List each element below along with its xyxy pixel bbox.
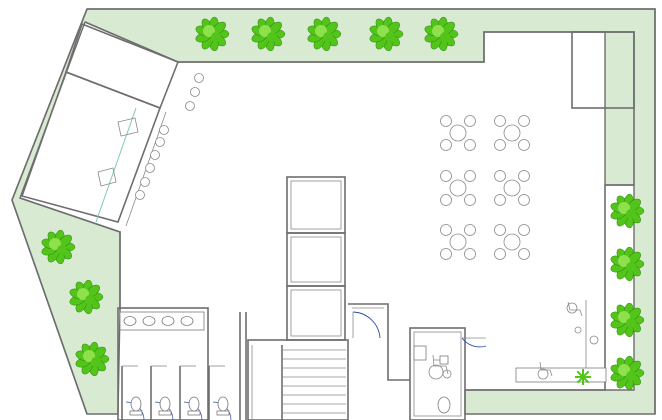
wheelchair-icon [537, 361, 553, 380]
plant-icon [610, 302, 645, 338]
plant-icon [610, 246, 645, 282]
cafe-table-set-icon [440, 224, 476, 260]
glass-partition [95, 107, 137, 223]
wheelchair-icon [566, 301, 583, 317]
plant-icon [307, 16, 342, 52]
urinal-icon [216, 396, 230, 416]
accessible-restroom [409, 327, 487, 420]
plant-icon [251, 16, 286, 52]
cafe-table-set-icon [494, 170, 530, 206]
bar-stool [150, 150, 160, 160]
planting [41, 16, 645, 391]
urinal-icon [158, 396, 172, 416]
west-outline [11, 8, 88, 415]
exterior-outline [87, 8, 656, 414]
sink-icon [142, 316, 156, 326]
plant-icon [69, 279, 104, 315]
plant-icon [575, 369, 591, 385]
bar-stool [185, 101, 195, 111]
plant-icon [41, 229, 76, 265]
bar-stool [155, 137, 165, 147]
cafe-seating [440, 115, 530, 260]
bar-stool [159, 125, 169, 135]
bar-stool [194, 73, 204, 83]
plant-icon [75, 341, 110, 377]
urinal-icon [129, 396, 143, 416]
service-room-block [20, 22, 180, 227]
landscape-strip [11, 8, 656, 415]
plant-icon [610, 193, 645, 229]
urinal-icon [187, 396, 201, 416]
bar-stool [145, 163, 155, 173]
bar-stools [135, 73, 204, 200]
inner-southwest-wall [19, 197, 121, 310]
corner-structure [571, 31, 635, 109]
bar-stool [190, 87, 200, 97]
cafe-table-set-icon [494, 224, 530, 260]
wheelchair-icon [428, 354, 452, 380]
reception-counter [515, 300, 607, 383]
bar-stool [140, 177, 150, 187]
elevator-shafts [286, 176, 346, 341]
door-swing [352, 311, 381, 339]
sink-icon [161, 316, 175, 326]
counter-fixture [97, 117, 139, 187]
plant-icon [424, 16, 459, 52]
restroom-block [117, 307, 247, 420]
sink-icon [180, 316, 194, 326]
wc-icon [437, 396, 451, 414]
plant-icon [369, 16, 404, 52]
plant-icon [610, 355, 645, 391]
lobby-walls [348, 303, 410, 381]
staircase [247, 339, 349, 420]
sink-icon [123, 316, 137, 326]
cafe-table-set-icon [494, 115, 530, 151]
cafe-table-set-icon [440, 115, 476, 151]
kitchen-room [20, 70, 162, 223]
bar-stool [135, 190, 145, 200]
cafe-table-set-icon [440, 170, 476, 206]
plant-icon [195, 16, 230, 52]
